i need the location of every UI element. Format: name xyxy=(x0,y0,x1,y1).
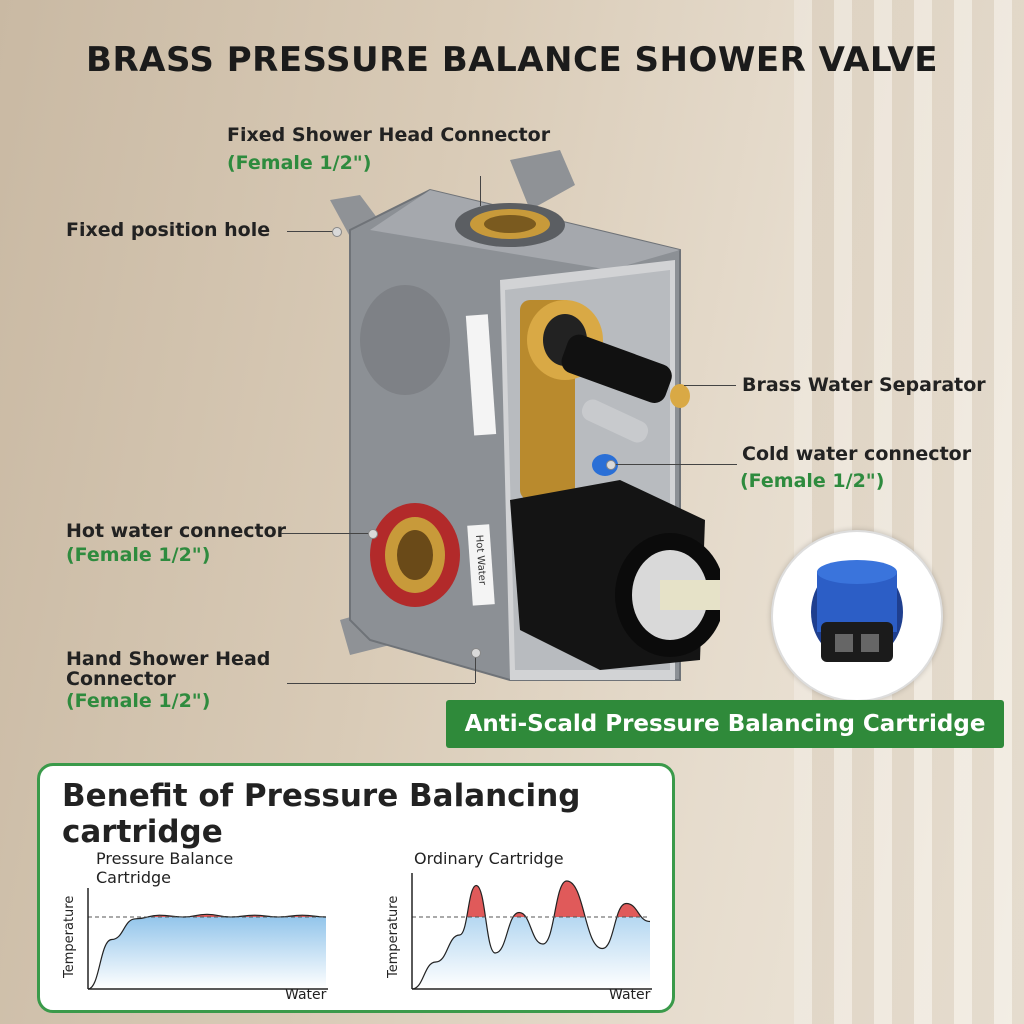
curtain-background xyxy=(794,0,1024,1024)
benefit-panel: Benefit of Pressure Balancing cartridge … xyxy=(37,763,675,1013)
separator-leader xyxy=(684,385,736,386)
separator-label: Brass Water Separator xyxy=(742,374,986,396)
fixed-hole-label: Fixed position hole xyxy=(66,219,271,241)
hot-dot xyxy=(368,529,378,539)
hot-label: Hot water connector xyxy=(66,520,287,542)
hot-leader xyxy=(281,533,371,534)
cartridge-zoom xyxy=(771,530,943,702)
area-below-reference xyxy=(88,917,326,989)
area-below-reference xyxy=(412,917,650,989)
fixed-hole-dot xyxy=(332,227,342,237)
cartridge-banner: Anti-Scald Pressure Balancing Cartridge xyxy=(446,700,1004,748)
chart1-title-line2: Cartridge xyxy=(96,868,172,887)
fixed-shower-size: (Female 1/2") xyxy=(227,152,372,174)
fixed-shower-leader xyxy=(480,176,481,206)
chart2-plot xyxy=(411,873,652,990)
cartridge-icon xyxy=(811,560,903,662)
hand-shower-label-2: Connector xyxy=(66,668,176,690)
hand-shower-label: Hand Shower Head xyxy=(66,648,271,670)
chart2-title: Ordinary Cartridge xyxy=(414,849,564,868)
hot-size: (Female 1/2") xyxy=(66,544,211,566)
hand-shower-leader-v xyxy=(475,653,476,683)
chart1-xlabel: Water xyxy=(285,987,327,1003)
cold-label: Cold water connector xyxy=(742,443,972,465)
cold-dot xyxy=(606,460,616,470)
hand-shower-leader xyxy=(287,683,475,684)
page-title: BRASS PRESSURE BALANCE SHOWER VALVE xyxy=(86,40,938,80)
chart1-ylabel: Temperature xyxy=(62,895,77,978)
hand-shower-size: (Female 1/2") xyxy=(66,690,211,712)
area-above-reference xyxy=(466,881,642,917)
fixed-shower-label: Fixed Shower Head Connector xyxy=(227,124,551,146)
cold-leader xyxy=(612,464,737,465)
chart2-xlabel: Water xyxy=(609,987,651,1003)
hot-water-tag: Hot Water xyxy=(473,534,488,586)
cold-size: (Female 1/2") xyxy=(740,470,885,492)
chart1-plot xyxy=(87,888,328,990)
series-line xyxy=(411,880,651,990)
chart2-ylabel: Temperature xyxy=(386,895,401,978)
chart1-title-line1: Pressure Balance xyxy=(96,849,234,868)
valve-illustration: Hot Water xyxy=(330,150,720,681)
hand-shower-dot xyxy=(471,648,481,658)
panel-title: Benefit of Pressure Balancing cartridge xyxy=(62,778,581,850)
fixed-hole-leader xyxy=(287,231,335,232)
